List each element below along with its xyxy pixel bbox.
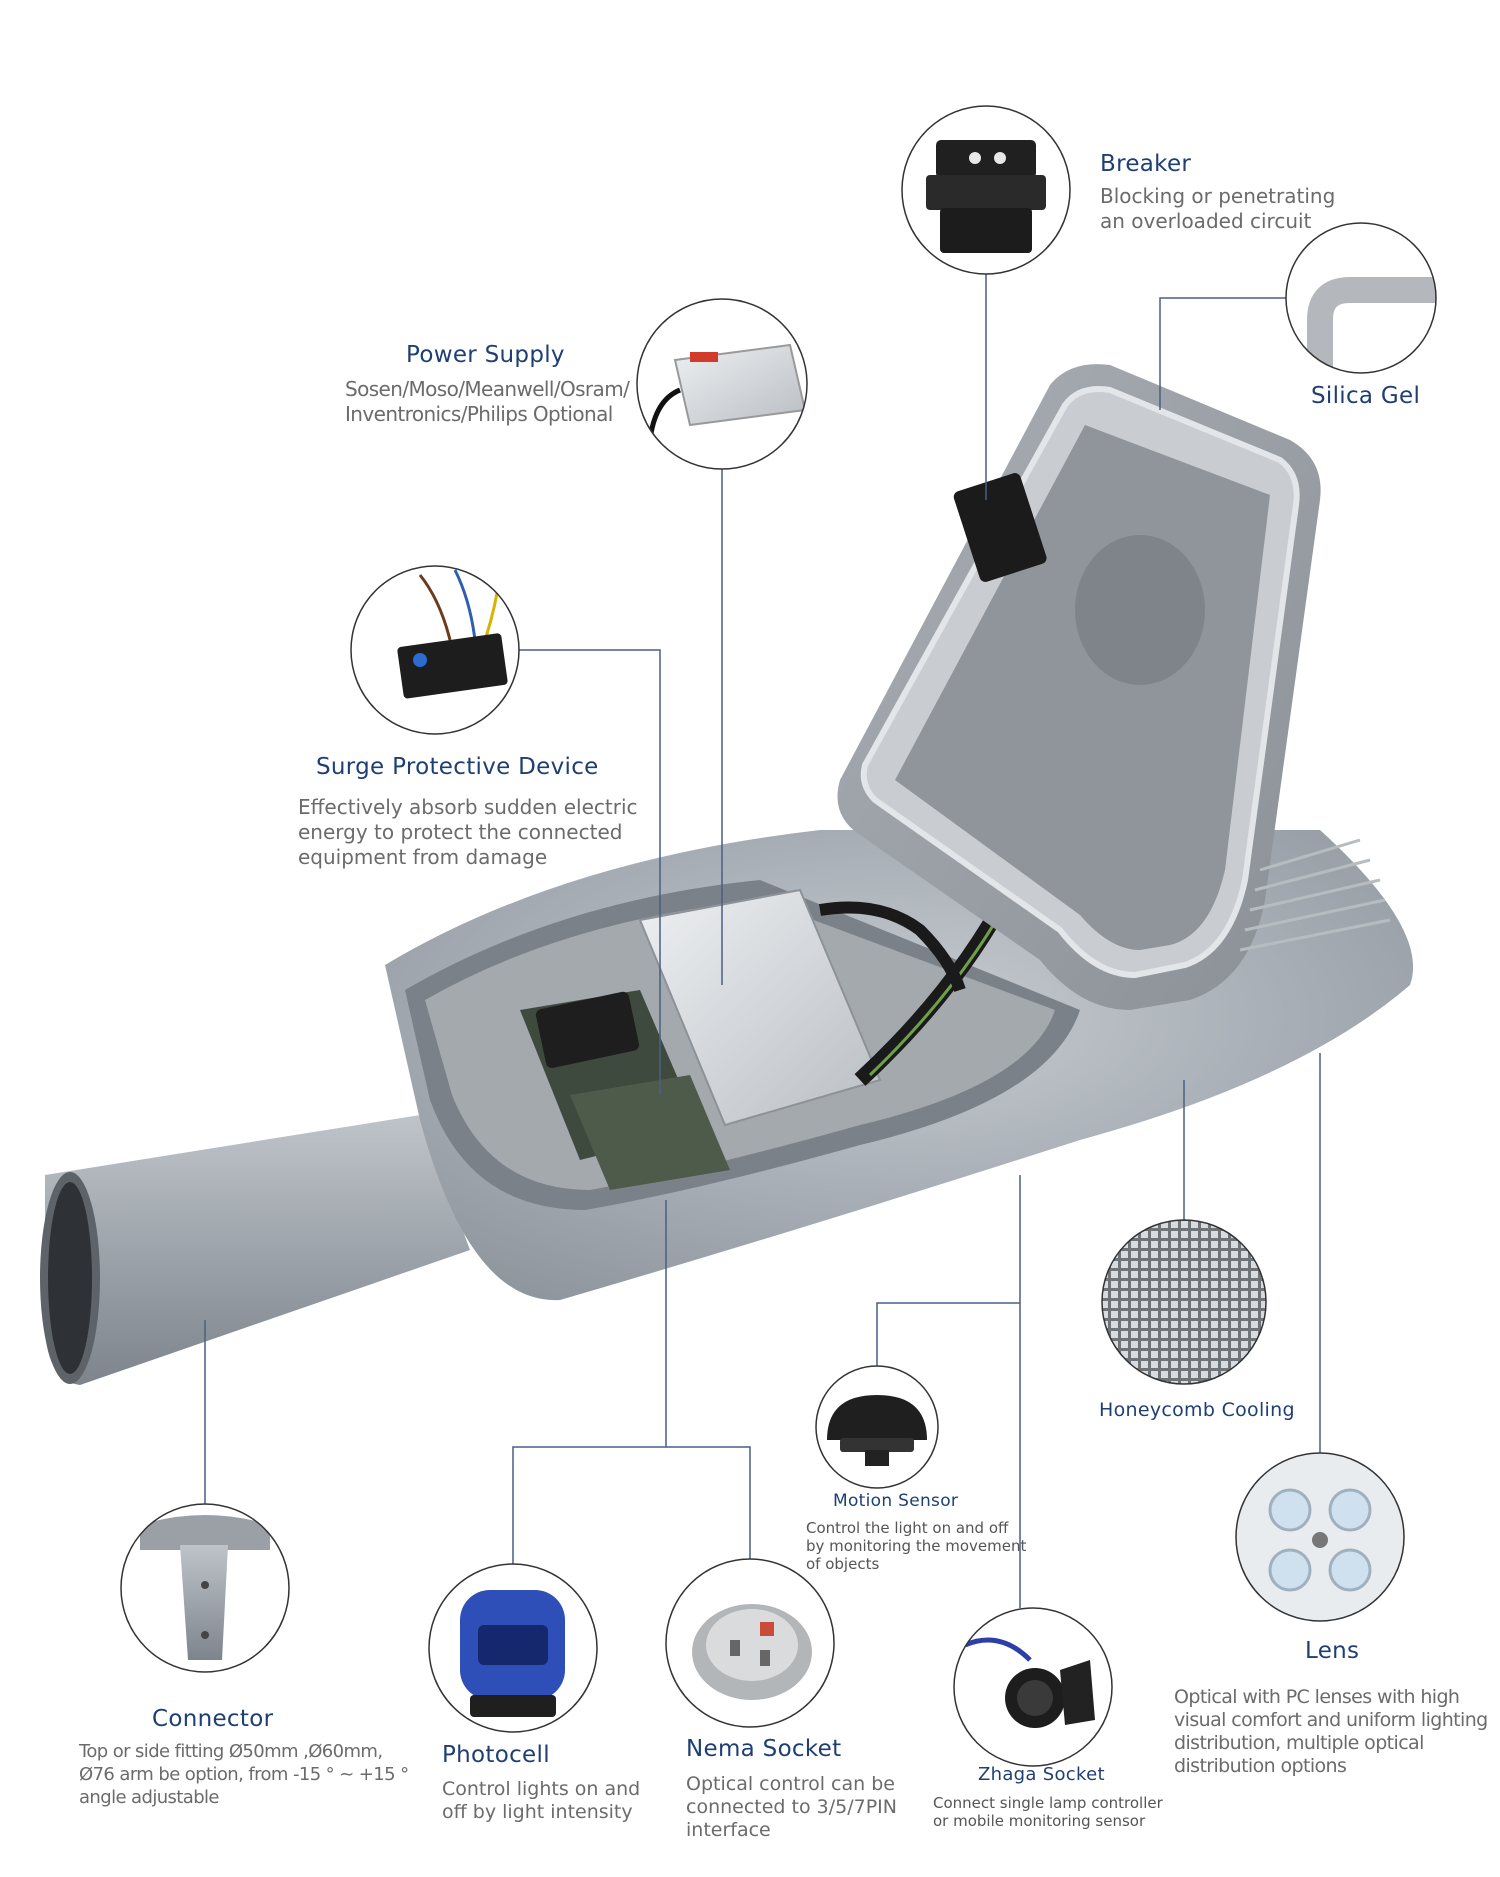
surge-desc: Effectively absorb sudden electric energ… [298, 795, 638, 869]
connector-desc: Top or side fitting Ø50mm ,Ø60mm, Ø76 ar… [79, 1741, 409, 1808]
power-supply-image [637, 299, 807, 469]
power-supply-desc: Sosen/Moso/Meanwell/Osram/ Inventronics/… [345, 377, 630, 426]
lens-image [1236, 1453, 1404, 1621]
honeycomb-image [1102, 1220, 1266, 1384]
surge-title: Surge Protective Device [316, 754, 599, 780]
surge-device-image [351, 566, 519, 734]
nema-socket-desc: Optical control can be connected to 3/5/… [686, 1773, 897, 1841]
breaker-image [902, 106, 1070, 274]
silica-gel-image [1286, 223, 1436, 373]
breaker-title: Breaker [1100, 151, 1192, 177]
photocell-desc: Control lights on and off by light inten… [442, 1778, 641, 1823]
lens-title: Lens [1305, 1638, 1360, 1664]
zhaga-socket-title: Zhaga Socket [978, 1764, 1105, 1785]
connector-title: Connector [152, 1706, 274, 1732]
photocell-image [429, 1564, 597, 1732]
power-supply-title: Power Supply [406, 342, 565, 368]
motion-sensor-image [816, 1366, 938, 1488]
lens-desc: Optical with PC lenses with high visual … [1174, 1686, 1488, 1777]
nema-socket-title: Nema Socket [686, 1736, 842, 1762]
zhaga-socket-image [954, 1608, 1112, 1766]
motion-sensor-title: Motion Sensor [833, 1491, 959, 1511]
nema-socket-image [666, 1559, 834, 1727]
photocell-title: Photocell [442, 1742, 550, 1768]
luminaire-housing [40, 364, 1414, 1385]
zhaga-socket-desc: Connect single lamp controller or mobile… [933, 1794, 1163, 1830]
silica-gel-title: Silica Gel [1311, 383, 1421, 409]
connector-image [121, 1504, 289, 1672]
breaker-desc: Blocking or penetrating an overloaded ci… [1100, 184, 1336, 233]
motion-sensor-desc: Control the light on and off by monitori… [806, 1519, 1027, 1573]
leader-lines [204, 274, 1321, 1608]
honeycomb-title: Honeycomb Cooling [1099, 1399, 1295, 1421]
